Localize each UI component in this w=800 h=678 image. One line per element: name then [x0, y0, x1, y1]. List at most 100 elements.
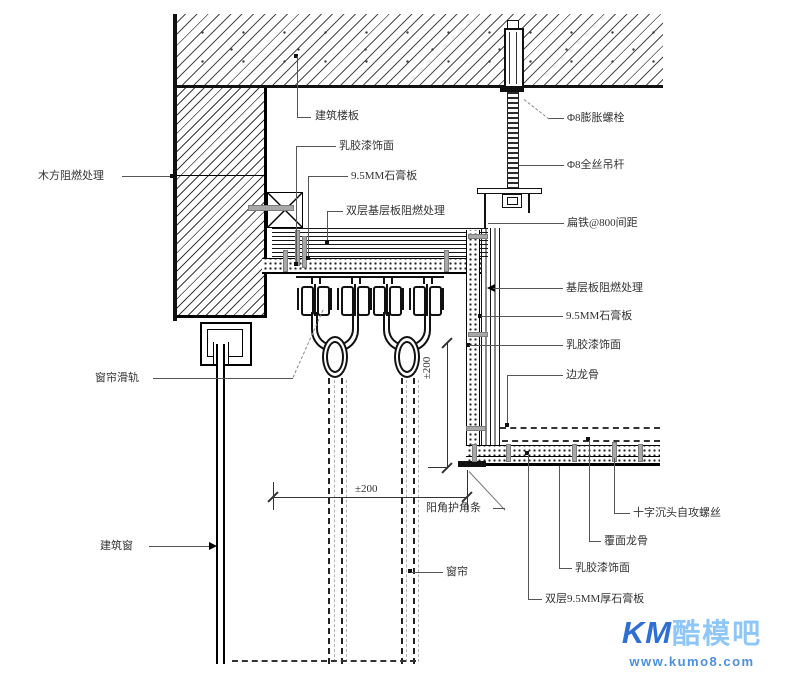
carrier-flange — [369, 288, 371, 310]
leader-line — [149, 546, 209, 547]
screw — [283, 250, 288, 272]
expansion-bolt-core — [509, 32, 517, 84]
rod-nut-inner — [507, 197, 518, 205]
carrier-wheel — [373, 286, 386, 316]
leader-dot — [586, 437, 590, 441]
curtain-line-gray — [406, 380, 407, 662]
curtain-ring-inner — [326, 341, 344, 373]
wall-section-hatch — [177, 88, 267, 318]
threaded-rod — [507, 92, 519, 188]
dim-ext-line — [273, 482, 274, 510]
leader-line — [488, 223, 564, 224]
dim-ext-line — [428, 467, 448, 468]
leader-line — [589, 440, 590, 541]
label-corner-guard: 阳角护角条 — [426, 502, 481, 514]
leader-line — [297, 117, 311, 118]
carrier-flange — [330, 288, 332, 310]
carrier-flange — [370, 288, 372, 310]
leader-dot — [408, 569, 412, 573]
km-logo-text: KM酷模吧 — [612, 612, 772, 652]
label-latex-paint-bottom: 乳胶漆饰面 — [575, 562, 630, 574]
leader-dot — [525, 451, 529, 455]
leader-arrow — [487, 284, 495, 292]
gypsum-band-bottom — [466, 445, 660, 466]
screw — [572, 444, 577, 462]
curtain-line — [341, 378, 343, 664]
leader-line — [507, 375, 563, 376]
carrier-pin — [354, 284, 356, 316]
screw — [638, 444, 643, 462]
dim-line-horizontal — [273, 497, 467, 498]
edge-runner-line — [500, 427, 660, 429]
leader-line — [528, 454, 529, 599]
leader-arrow — [209, 542, 217, 550]
flat-iron-drop-left — [484, 193, 486, 228]
leader-dot — [170, 174, 174, 178]
dim-value-horizontal: ±200 — [355, 483, 378, 495]
screw — [466, 426, 486, 431]
carrier-pin — [314, 284, 316, 316]
label-latex-paint-top: 乳胶漆饰面 — [339, 140, 394, 152]
leader-line — [559, 466, 560, 568]
leader-dot — [294, 54, 298, 58]
dim-ext-line — [467, 470, 468, 510]
curtain-ring-inner — [398, 341, 416, 373]
leader-dot — [294, 262, 298, 266]
carrier-flange — [337, 288, 339, 310]
carrier-pin — [386, 284, 388, 316]
label-latex-paint-right: 乳胶漆饰面 — [566, 339, 621, 351]
label-gypsum-board-top: 9.5MM石膏板 — [351, 170, 418, 182]
track-hanger-tab — [423, 278, 433, 284]
carrier-flange — [409, 288, 411, 310]
sill-dashed-line — [232, 660, 416, 662]
leader-line — [519, 165, 564, 166]
leader-line-diagonal — [523, 99, 550, 120]
label-expansion-bolt: Φ8膨胀螺栓 — [567, 112, 625, 124]
leader-line — [469, 345, 563, 346]
label-gypsum-board-right: 9.5MM石膏板 — [566, 310, 633, 322]
leader-line — [559, 568, 572, 569]
label-edge-runner: 边龙骨 — [566, 369, 599, 381]
leader-line — [589, 541, 601, 542]
leader-line — [296, 146, 297, 263]
bolt-washer — [500, 86, 524, 92]
curtain-line-gray — [346, 380, 347, 662]
label-self-tapping-screw: 十字沉头自攻螺丝 — [633, 507, 721, 519]
leader-line — [528, 599, 542, 600]
screw — [248, 205, 294, 211]
label-facing-runner: 覆面龙骨 — [604, 535, 648, 547]
gypsum-band-vertical — [466, 230, 480, 466]
label-building-window: 建筑窗 — [100, 540, 133, 552]
carrier-flange — [402, 288, 404, 310]
leader-dot — [505, 423, 509, 427]
corner-trim — [458, 461, 486, 467]
leader-line — [122, 176, 173, 177]
track-hanger-tab — [311, 278, 321, 284]
curtain-line — [413, 378, 415, 664]
leader-dot — [325, 240, 329, 244]
track-hanger-tab — [351, 278, 361, 284]
track-hanger-tab — [383, 278, 393, 284]
slab-bottom-edge — [175, 85, 663, 88]
leader-line — [297, 56, 298, 117]
runner-line-2 — [502, 440, 660, 442]
leader-dot — [306, 256, 310, 260]
leader-line — [411, 572, 443, 573]
curtain-line-gray — [418, 380, 419, 662]
km-logo-url: www.kumo8.com — [629, 654, 755, 669]
carrier-flange — [297, 288, 299, 310]
label-flat-iron: 扁铁@800间距 — [567, 217, 638, 229]
label-wood-fire-treatment: 木方阻燃处理 — [38, 170, 104, 182]
label-double-base-board: 双层基层板阻燃处理 — [346, 205, 445, 217]
screw — [506, 444, 511, 462]
km-logo-name: 酷模吧 — [672, 618, 763, 649]
km-logo: KM酷模吧 www.kumo8.com — [612, 612, 772, 669]
leader-line — [327, 211, 343, 212]
label-curtain: 窗帘 — [446, 566, 468, 578]
window-glass — [216, 344, 225, 664]
carrier-flange — [442, 288, 444, 310]
leader-dot — [478, 314, 482, 318]
curtain-line-gray — [334, 380, 335, 662]
curtain-track-assembly — [368, 276, 444, 380]
